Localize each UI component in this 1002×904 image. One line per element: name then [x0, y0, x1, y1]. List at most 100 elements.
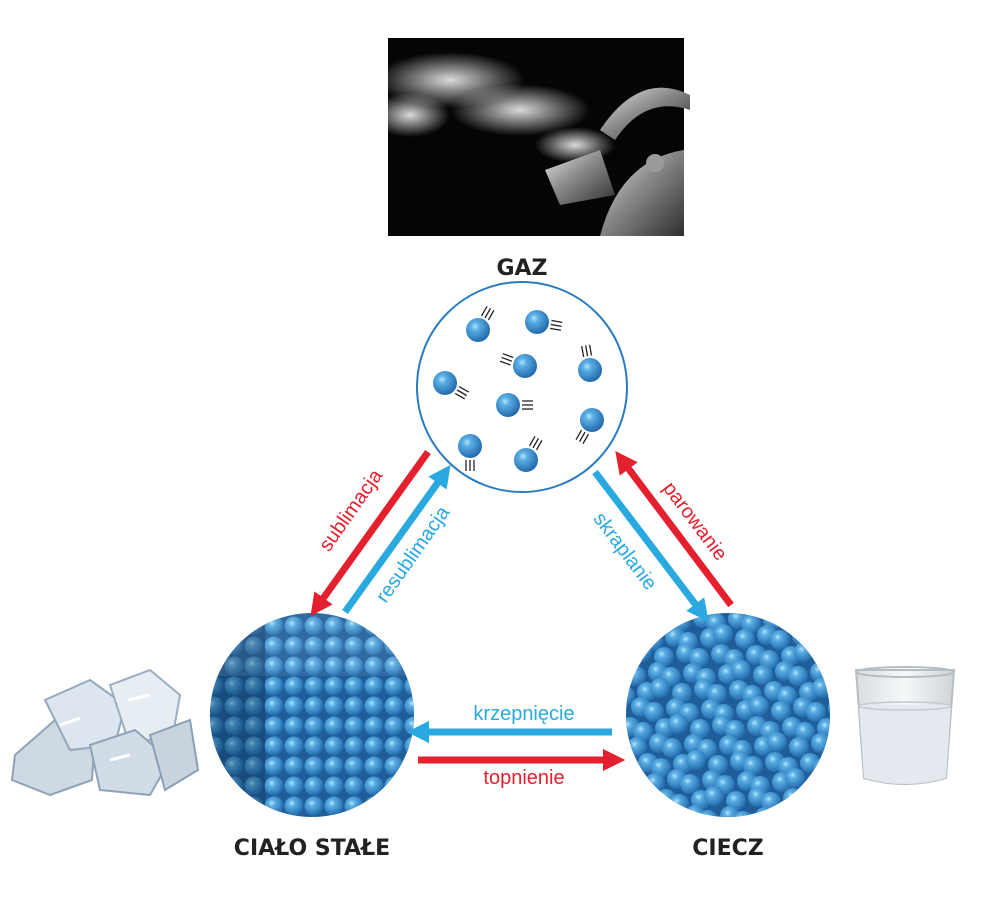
solid-label: CIAŁO STAŁE [234, 836, 390, 861]
liquid-molecule [633, 722, 653, 742]
gas-label: GAZ [496, 256, 547, 281]
freezing-label: krzepnięcie [473, 703, 574, 725]
liquid-molecule [634, 793, 654, 813]
solid-molecule [404, 776, 414, 796]
water-glass-photo [854, 666, 956, 785]
liquid-molecule [663, 809, 683, 817]
solid-molecule [404, 736, 414, 756]
solid-molecule [384, 696, 404, 716]
solid-molecule [304, 616, 324, 636]
liquid-molecule [753, 665, 773, 685]
motion-lines [454, 385, 469, 400]
liquid-molecule [795, 722, 815, 742]
gas-molecule [466, 318, 490, 342]
solid-molecule [364, 636, 384, 656]
liquid-molecule [824, 738, 830, 758]
liquid-molecule [726, 791, 746, 811]
liquid-molecule [686, 750, 706, 770]
gas-molecule [513, 354, 537, 378]
motion-lines [480, 306, 495, 321]
solid-molecule [404, 696, 414, 716]
solid-molecule [284, 736, 304, 756]
liquid-molecule [823, 667, 830, 687]
liquid-state-circle [626, 613, 830, 817]
solid-molecule [244, 696, 264, 716]
solid-molecule [210, 776, 224, 796]
solid-molecule [244, 816, 264, 817]
liquid-molecule [805, 631, 825, 651]
solid-molecule [304, 656, 324, 676]
solid-molecule [244, 716, 264, 736]
solid-molecule [244, 756, 264, 776]
solid-molecule [244, 676, 264, 696]
solid-molecule [384, 756, 404, 776]
liquid-molecule [785, 768, 805, 788]
solid-molecule [304, 736, 324, 756]
solid-molecule [384, 736, 404, 756]
solid-molecule [304, 696, 324, 716]
solid-molecule [284, 616, 304, 636]
solid-state-circle [210, 613, 414, 817]
motion-lines [499, 353, 514, 366]
liquid-molecule [650, 678, 670, 698]
liquid-molecule [689, 648, 709, 668]
solid-molecule [384, 716, 404, 736]
liquid-molecule [741, 614, 761, 634]
liquid-molecule [768, 812, 788, 817]
liquid-molecule [626, 646, 639, 666]
solid-molecule [244, 736, 264, 756]
solid-molecule [344, 756, 364, 776]
liquid-molecule [770, 630, 790, 650]
liquid-molecule [626, 768, 643, 788]
solid-molecule [384, 616, 404, 636]
liquid-molecule [628, 808, 648, 817]
liquid-molecule [654, 647, 674, 667]
gas-molecule [525, 310, 549, 334]
solid-molecule [264, 676, 284, 696]
liquid-molecule [790, 808, 810, 817]
gas-molecule [433, 371, 457, 395]
liquid-molecule [743, 756, 763, 776]
liquid-molecule [658, 613, 678, 627]
solid-molecule [264, 756, 284, 776]
solid-molecule [304, 796, 324, 816]
solid-molecule [284, 636, 304, 656]
solid-molecule [384, 816, 404, 817]
gas-molecules [433, 306, 604, 472]
solid-molecule [344, 656, 364, 676]
liquid-molecule [720, 806, 740, 817]
solid-molecule [244, 656, 264, 676]
liquid-molecule [626, 757, 636, 777]
gas-molecule [514, 448, 538, 472]
motion-lines [581, 344, 593, 358]
gas-molecule [578, 358, 602, 382]
solid-molecule [224, 816, 244, 817]
motion-lines [465, 460, 475, 471]
liquid-molecule [820, 613, 830, 627]
solid-molecule [324, 736, 344, 756]
ice-cubes-photo [10, 668, 200, 797]
solid-molecule [364, 696, 384, 716]
solid-molecule [364, 776, 384, 796]
solid-molecule [304, 756, 324, 776]
solid-molecule [404, 656, 414, 676]
solid-molecule [210, 796, 224, 816]
solid-molecule [264, 796, 284, 816]
solid-molecule [404, 636, 414, 656]
solid-molecule [344, 676, 364, 696]
solid-molecule [210, 716, 224, 736]
solid-molecule [224, 676, 244, 696]
liquid-molecule [651, 758, 671, 778]
liquid-molecule [731, 660, 751, 680]
solid-molecule [210, 636, 224, 656]
liquid-molecule [811, 733, 830, 753]
gas-molecule [458, 434, 482, 458]
liquid-molecule [806, 702, 826, 722]
solid-molecule [344, 716, 364, 736]
solid-molecule [324, 756, 344, 776]
solid-molecule [324, 776, 344, 796]
liquid-molecule [690, 719, 710, 739]
liquid-molecule [813, 758, 830, 778]
liquid-molecule [818, 789, 830, 809]
